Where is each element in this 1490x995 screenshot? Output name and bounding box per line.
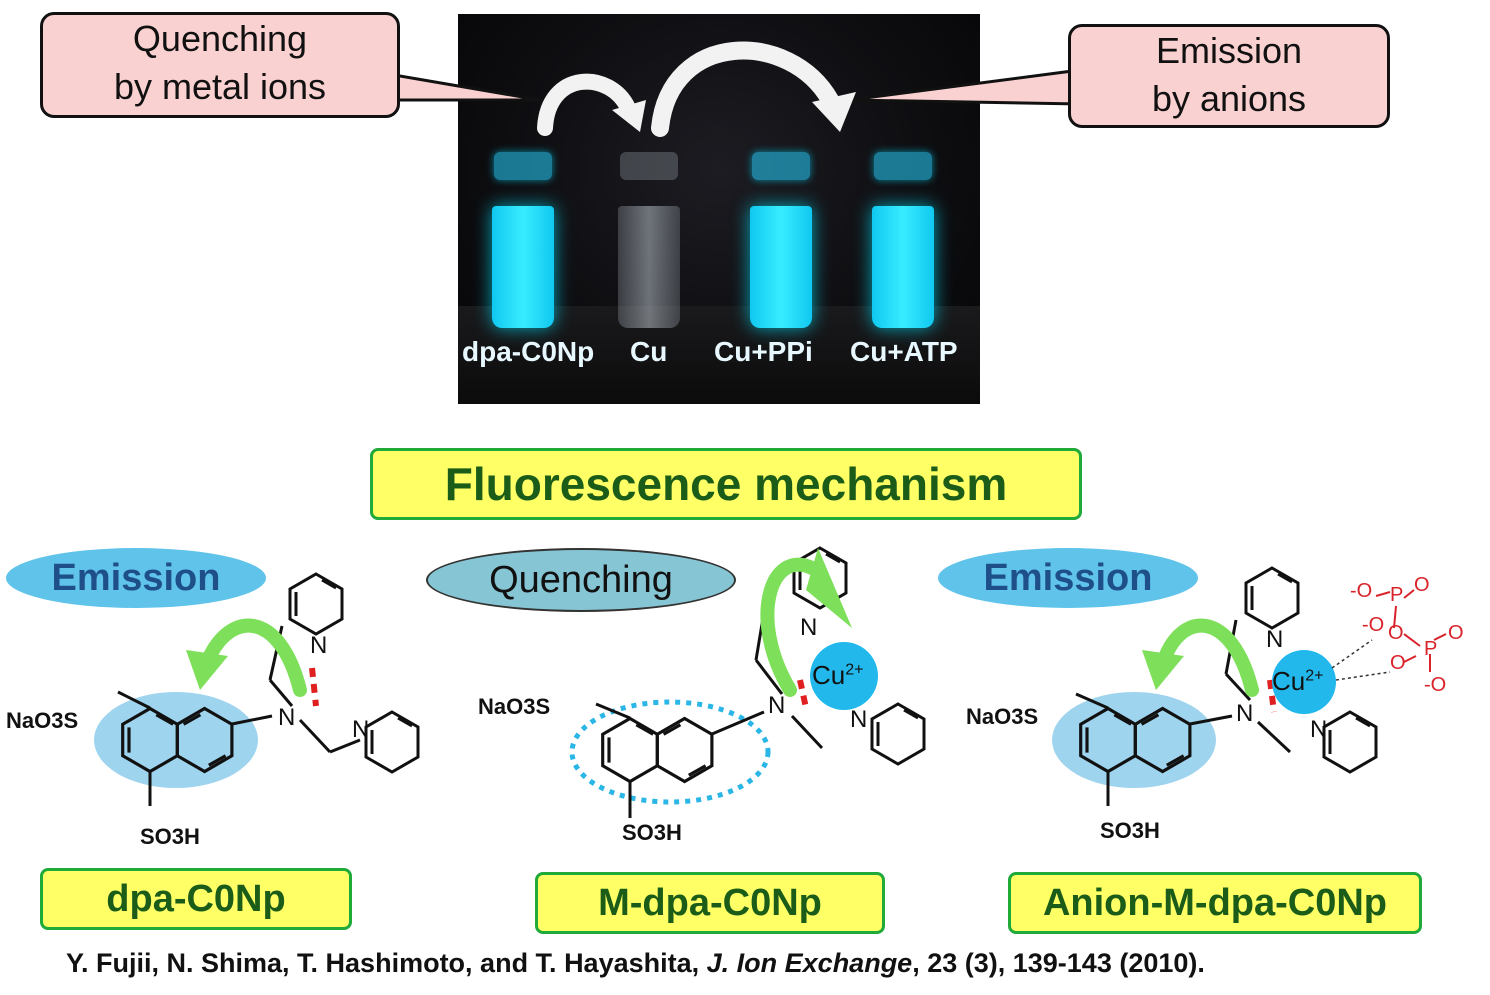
pyridine-n-3b: N: [1310, 716, 1328, 743]
emission-badge-2: Emission: [938, 548, 1198, 608]
quench-arrowhead-icon: [612, 100, 646, 132]
cu-ion-2: [810, 642, 878, 710]
coordination-dash-1: [309, 667, 319, 707]
pyridine-n-1a: N: [310, 632, 328, 659]
citation-journal: J. Ion Exchange: [706, 948, 913, 978]
pet-arrowhead-icon-3: [1142, 650, 1184, 690]
naphthalene-quench-ring: [569, 699, 771, 805]
emission-callout: Emission by anions: [1068, 24, 1390, 128]
vial-cu: [618, 152, 680, 328]
citation-details: , 23 (3), 139-143 (2010).: [912, 948, 1205, 978]
vial-dpa-c0np: [492, 152, 554, 328]
cu-symbol-2: Cu: [812, 660, 846, 690]
so3h-label-3: SO3H: [1100, 818, 1160, 843]
vial-label-dpa-c0np: dpa-C0Np: [462, 336, 595, 367]
structure-anion-m-dpa-c0np: [1052, 566, 1447, 806]
quenching-callout: Quenching by metal ions: [40, 12, 400, 118]
vial-label-cu-atp: Cu+ATP: [850, 336, 958, 367]
phos-o-6: O: [1390, 652, 1406, 674]
phos-o-5: O: [1448, 622, 1464, 644]
emission-badge-1: Emission: [6, 548, 266, 608]
pet-arrowhead-icon-2: [806, 548, 852, 628]
pyridine-n-2a: N: [800, 614, 818, 641]
vial-cu-atp: [872, 152, 934, 328]
cu-label-3: Cu2+: [1272, 666, 1324, 697]
quenching-badge: Quenching: [426, 548, 736, 612]
vial-cu-ppi: [750, 152, 812, 328]
citation-authors: Y. Fujii, N. Shima, T. Hashimoto, and T.…: [66, 948, 707, 978]
pet-arrow-icon-3: [1157, 618, 1259, 697]
phos-o-3: O: [1388, 622, 1404, 644]
vial-label-cu: Cu: [630, 336, 668, 367]
pyridine-n-3a: N: [1266, 626, 1284, 653]
structure-dpa-c0np: [94, 572, 420, 806]
phos-o-4: -O: [1362, 614, 1385, 636]
emission-callout-line1: Emission: [1155, 30, 1303, 71]
phos-o-7: -O: [1424, 674, 1447, 696]
phos-o-1: -O: [1350, 580, 1373, 602]
phos-p-2: P: [1424, 638, 1438, 660]
amine-n-2: N: [768, 692, 786, 719]
amine-n-3: N: [1236, 700, 1254, 727]
quench-arrow-icon: [537, 73, 636, 136]
naso3s-label-2: NaO3S: [478, 694, 551, 719]
phos-p-1: P: [1390, 584, 1404, 606]
cu-charge-2: 2+: [845, 661, 864, 679]
naso3s-label-3: NaO3S: [966, 704, 1039, 729]
mechanism-title: Fluorescence mechanism: [370, 448, 1082, 520]
naso3s-label-1: NaO3S: [6, 708, 79, 733]
phos-o-2: O: [1414, 574, 1430, 596]
name-box-dpa-c0np: dpa-C0Np: [40, 868, 352, 930]
cu-charge-3: 2+: [1305, 667, 1324, 685]
pet-arrowhead-icon-1: [186, 650, 228, 690]
name-box-anion-m-dpa-c0np: Anion-M-dpa-C0Np: [1008, 872, 1422, 934]
pyridine-n-2b: N: [850, 706, 868, 733]
amine-n-1: N: [278, 704, 296, 731]
cu-label-2: Cu2+: [812, 660, 864, 691]
emission-arrow-icon: [651, 41, 839, 137]
coordination-dash-2: [797, 679, 809, 709]
quenching-callout-line1: Quenching: [132, 18, 308, 59]
pet-arrow-icon-2: [760, 557, 819, 697]
fluorescence-photo: dpa-C0Np Cu Cu+PPi Cu+ATP: [458, 14, 980, 404]
coordination-dash-3: [1267, 679, 1277, 713]
cu-symbol-3: Cu: [1272, 666, 1306, 696]
pyridine-n-1b: N: [352, 716, 370, 743]
vial-label-cu-ppi: Cu+PPi: [714, 336, 813, 367]
emission-callout-line2: by anions: [1151, 78, 1307, 119]
cu-ion-3: [1272, 650, 1336, 714]
so3h-label-1: SO3H: [140, 824, 200, 849]
emission-arrowhead-icon: [812, 92, 856, 132]
name-box-m-dpa-c0np: M-dpa-C0Np: [535, 872, 885, 934]
quenching-callout-line2: by metal ions: [113, 66, 327, 107]
pet-arrow-icon-1: [201, 618, 307, 697]
so3h-label-2: SO3H: [622, 820, 682, 845]
citation: Y. Fujii, N. Shima, T. Hashimoto, and T.…: [66, 948, 1205, 979]
structure-m-dpa-c0np: [569, 546, 926, 818]
